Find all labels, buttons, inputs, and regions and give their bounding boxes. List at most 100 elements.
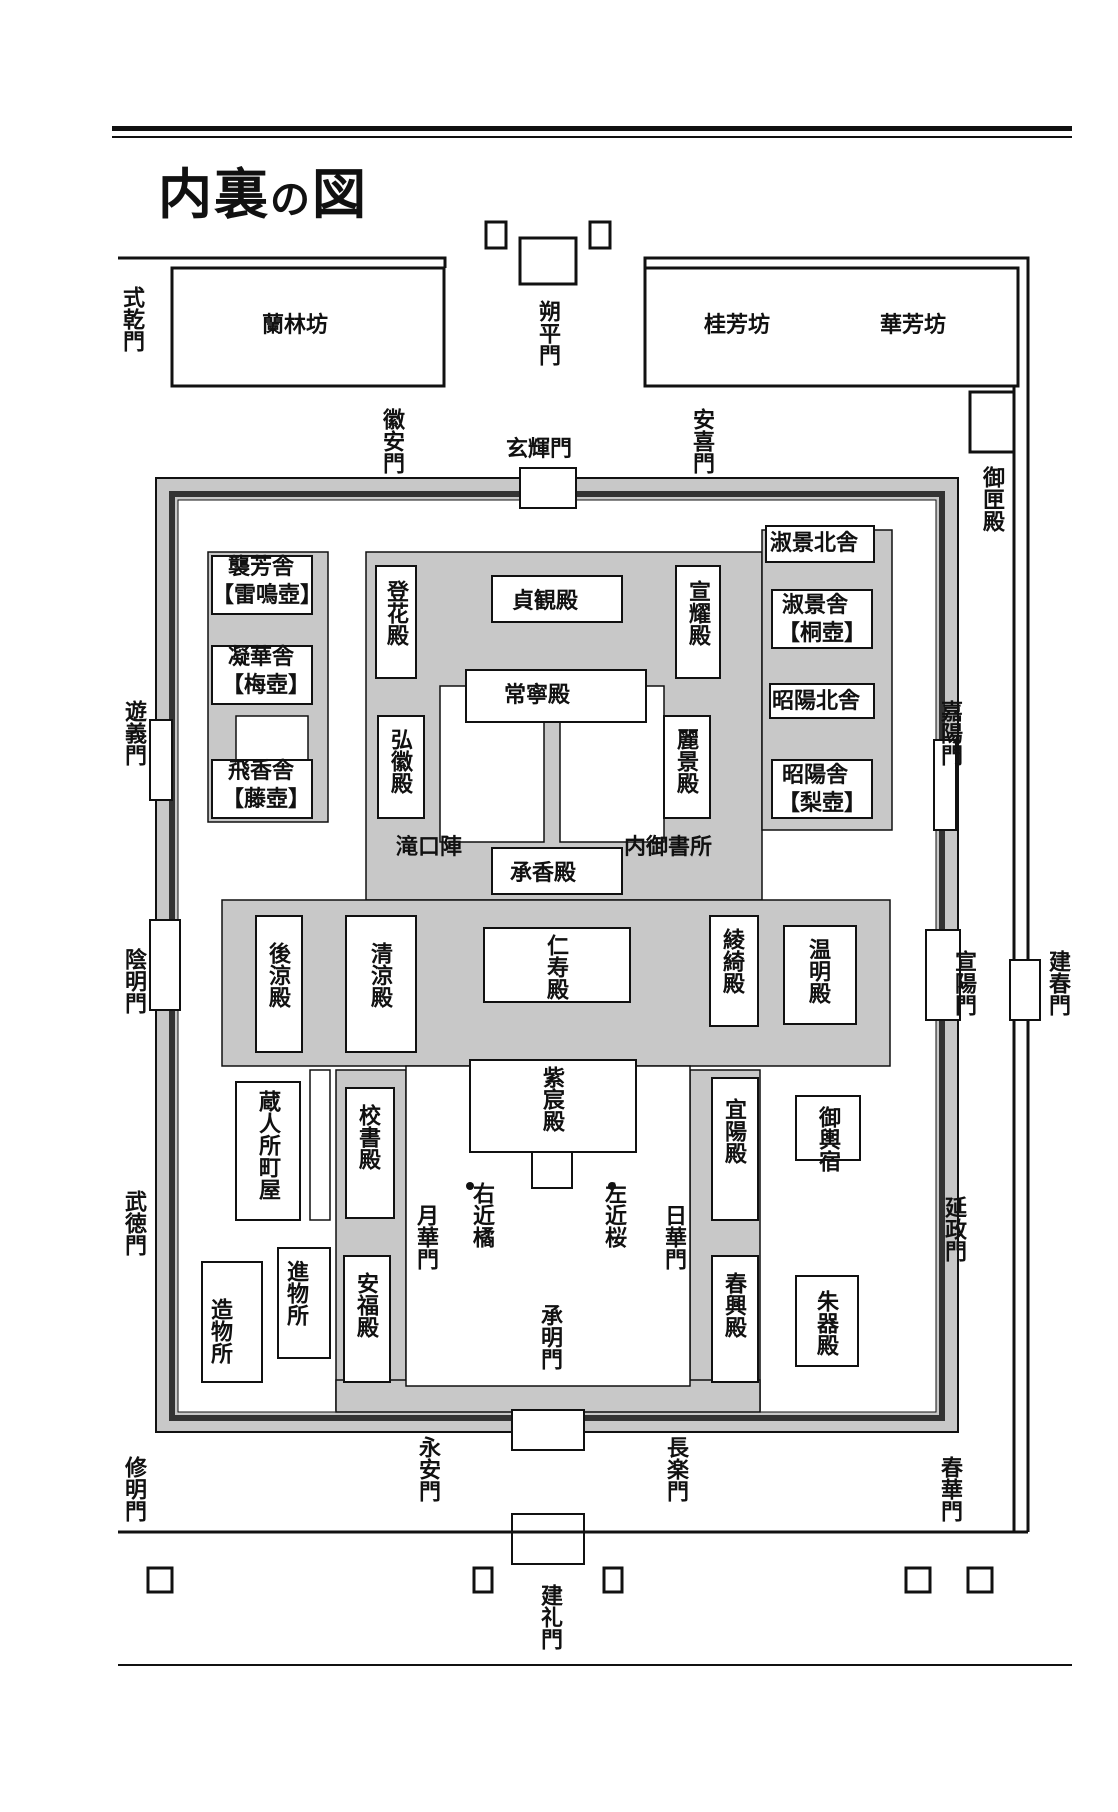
- ryokiden-bldg: [709, 915, 759, 1027]
- label-keiho: 桂芳坊: [704, 312, 770, 338]
- label-shomei: 承明門: [537, 1304, 563, 1371]
- top-rule-thick: [112, 126, 1072, 131]
- south-outer: [118, 1530, 1028, 1594]
- senyo-gate-box: [925, 929, 961, 1021]
- buildings: [201, 525, 875, 1383]
- label-shoyo-kita: 昭陽北舎: [772, 688, 861, 714]
- label-giyoden: 宜陽殿: [721, 1097, 748, 1165]
- bottom-rule: [118, 1664, 1072, 1666]
- label-kyoshoden: 校書殿: [355, 1103, 382, 1171]
- label-takiguchi: 滝口陣: [396, 834, 462, 860]
- inmei-gate-box: [149, 919, 181, 1011]
- kyoshoden-bldg: [345, 1087, 395, 1219]
- label-shigeisha: 淑景舎: [782, 592, 849, 618]
- kenrei-gate-box: [511, 1513, 585, 1565]
- south-post-4: [904, 1566, 932, 1594]
- label-shoyosha: 昭陽舎: [782, 762, 849, 788]
- wall-gates: [149, 467, 1041, 1565]
- shishinden-bldg: [469, 1059, 637, 1153]
- label-shoyosha-sub: 【梨壺】: [778, 790, 866, 816]
- label-uchigosho: 内御書所: [624, 834, 712, 860]
- label-joneiden: 常寧殿: [504, 682, 571, 708]
- shoyo-kita-bldg: [769, 683, 875, 719]
- koroden-bldg: [255, 915, 303, 1053]
- label-sakuhei: 朔平門: [535, 300, 561, 367]
- label-choraku: 長楽門: [663, 1436, 689, 1503]
- tokaden-bldg: [375, 565, 417, 679]
- north-outer-line-east: [643, 256, 1030, 1532]
- north-post-e: [588, 220, 612, 250]
- label-yugi: 遊義門: [121, 699, 147, 767]
- label-shinmotsu: 進物所: [283, 1260, 309, 1327]
- joneiden-bldg: [465, 669, 647, 723]
- label-koroden: 後涼殿: [265, 941, 292, 1009]
- ummeiden-bldg: [783, 925, 857, 1025]
- label-mikoshiyado: 御輿宿: [815, 1105, 842, 1173]
- gyokasha-bldg: [211, 645, 313, 705]
- label-ryokiden: 綾綺殿: [719, 927, 746, 995]
- label-enmei: 延政門: [941, 1196, 968, 1263]
- yugi-gate-box: [149, 719, 173, 801]
- title-particle: の: [270, 176, 312, 223]
- label-mikushige: 御匣殿: [979, 465, 1006, 533]
- label-sakon: 左近桜: [601, 1181, 627, 1249]
- page-title: 内裏の図: [158, 150, 368, 229]
- south-post-5: [966, 1566, 994, 1594]
- jijuden-bldg: [483, 927, 631, 1003]
- title-last: 図: [312, 162, 368, 226]
- anpukuden-bldg: [343, 1255, 391, 1383]
- sakon-marker: [608, 1182, 616, 1190]
- label-kenrei: 建礼門: [537, 1584, 563, 1651]
- east-north-compound: [643, 266, 1020, 388]
- label-shuki: 朱器殿: [813, 1290, 840, 1357]
- senyoden-bldg: [675, 565, 721, 679]
- label-shigeisha-sub: 【桐壺】: [778, 620, 866, 646]
- higyosha-bldg: [211, 759, 313, 819]
- label-kenshun: 建春門: [1045, 950, 1071, 1017]
- south-post-3: [602, 1566, 624, 1594]
- label-higyosha: 飛香舎: [228, 758, 295, 784]
- label-ranrin: 蘭林坊: [262, 312, 328, 338]
- label-shunka: 春華門: [937, 1456, 963, 1523]
- label-kurodo: 蔵人所町屋: [255, 1090, 281, 1201]
- genki-gate-box: [519, 467, 577, 509]
- label-shunkoden: 春興殿: [721, 1272, 748, 1339]
- shuki-bldg: [795, 1275, 859, 1367]
- shishinden-stairs: [531, 1151, 573, 1189]
- south-post-2: [472, 1566, 494, 1594]
- label-shishinden: 紫宸殿: [539, 1065, 566, 1133]
- shigeisha-kita-bldg: [765, 525, 875, 563]
- vertical-labels: 登花殿 宣耀殿 弘徽殿 麗景殿 仁寿殿 後涼殿 清涼殿 綾綺殿 温明殿 紫宸殿 …: [119, 286, 1071, 1651]
- jokanden-bldg: [491, 575, 623, 623]
- yard-lower-west: [309, 1069, 331, 1221]
- label-gyokasha-sub: 【梅壺】: [222, 672, 310, 698]
- mikushige-box: [968, 390, 1016, 454]
- label-senyoden: 宣耀殿: [685, 579, 712, 647]
- label-kokiden: 弘徽殿: [387, 728, 414, 795]
- label-tsukumo: 造物所: [207, 1298, 233, 1365]
- label-jokanden: 貞観殿: [512, 588, 579, 614]
- kayo-gate-box: [933, 739, 957, 831]
- shugeisha-bldg: [211, 555, 313, 615]
- shunkoden-bldg: [711, 1255, 759, 1383]
- label-butoku: 武徳門: [121, 1190, 148, 1257]
- label-ukon: 右近橘: [469, 1182, 495, 1248]
- label-anki: 安喜門: [689, 407, 715, 475]
- label-inmei: 陰明門: [121, 947, 147, 1015]
- label-shokyoden: 承香殿: [510, 860, 577, 886]
- label-kayo: 嘉陽門: [937, 700, 963, 767]
- horizontal-labels: 蘭林坊 桂芳坊 華芳坊 襲芳舎 【雷鳴壺】 凝華舎 【梅壺】 飛香舎 【藤壺】 …: [212, 312, 946, 886]
- shigeisha-bldg: [771, 589, 873, 649]
- shoyosha-bldg: [771, 759, 873, 819]
- north-outer-line: [118, 256, 447, 268]
- label-ummeiden: 温明殿: [805, 938, 832, 1005]
- kokiden-bldg: [377, 715, 425, 819]
- label-shigeisha-kita: 淑景北舎: [770, 530, 859, 556]
- label-nikka: 日華門: [661, 1204, 687, 1271]
- label-kian: 徽安門: [379, 407, 406, 475]
- label-senyo: 宣陽門: [951, 949, 977, 1017]
- label-shugeisha-sub: 【雷鳴壺】: [212, 582, 322, 608]
- seiryoden-bldg: [345, 915, 417, 1053]
- shomei-gate-box: [511, 1409, 585, 1451]
